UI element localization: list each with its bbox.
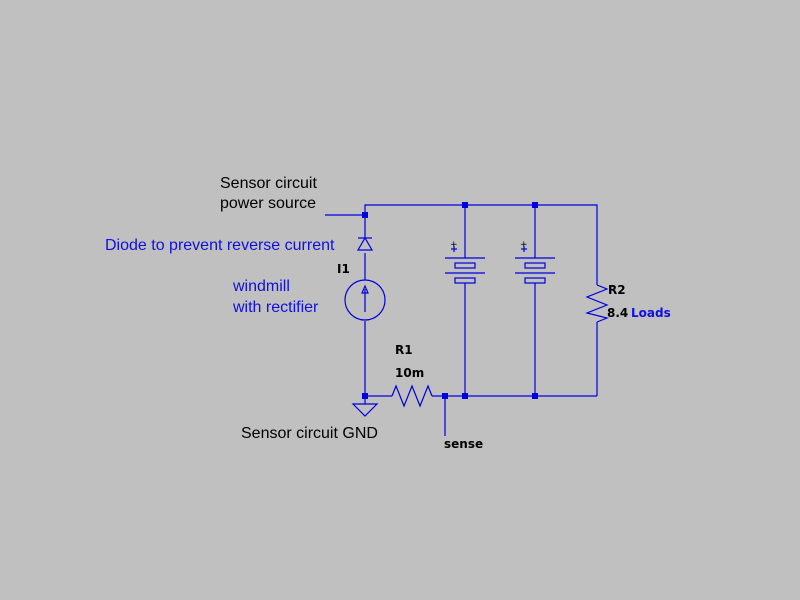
diode-symbol[interactable] (356, 233, 374, 251)
power-source-label-line2: power source (220, 195, 317, 212)
junction-battery2-bottom (532, 393, 538, 399)
wires (325, 204, 598, 436)
windmill-comment-line2: with rectifier (233, 299, 319, 316)
gnd-comment: Sensor circuit GND (241, 425, 378, 442)
junction-battery2-top (532, 202, 538, 208)
diode-comment: Diode to prevent reverse current (105, 237, 335, 254)
shunt-resistor-ref: R1 (395, 343, 413, 357)
junction-battery1-bottom (462, 393, 468, 399)
junction-ground (362, 393, 368, 399)
load-resistor-note: Loads (631, 306, 671, 320)
battery-1-symbol[interactable] (445, 246, 485, 284)
shunt-resistor-symbol[interactable] (391, 384, 433, 408)
sense-net-label: sense (444, 437, 484, 451)
junction-power (362, 212, 368, 218)
windmill-comment-line1: windmill (233, 278, 290, 295)
current-source-ref: I1 (337, 262, 350, 276)
junctions (362, 202, 538, 399)
power-source-label-line1: Sensor circuit (220, 175, 317, 192)
junction-battery1-top (462, 202, 468, 208)
wire-top-rail (325, 204, 598, 285)
shunt-resistor-value: 10m (395, 366, 425, 380)
ground-symbol[interactable] (351, 403, 379, 417)
battery-1-polarity: + (450, 240, 458, 250)
junction-sense (442, 393, 448, 399)
battery-2-symbol[interactable] (515, 246, 555, 284)
battery-2-polarity: + (520, 240, 528, 250)
current-source-symbol[interactable] (344, 279, 386, 321)
load-resistor-symbol[interactable] (585, 284, 609, 323)
load-resistor-value: 8.4 (607, 306, 629, 320)
load-resistor-ref: R2 (608, 283, 626, 297)
